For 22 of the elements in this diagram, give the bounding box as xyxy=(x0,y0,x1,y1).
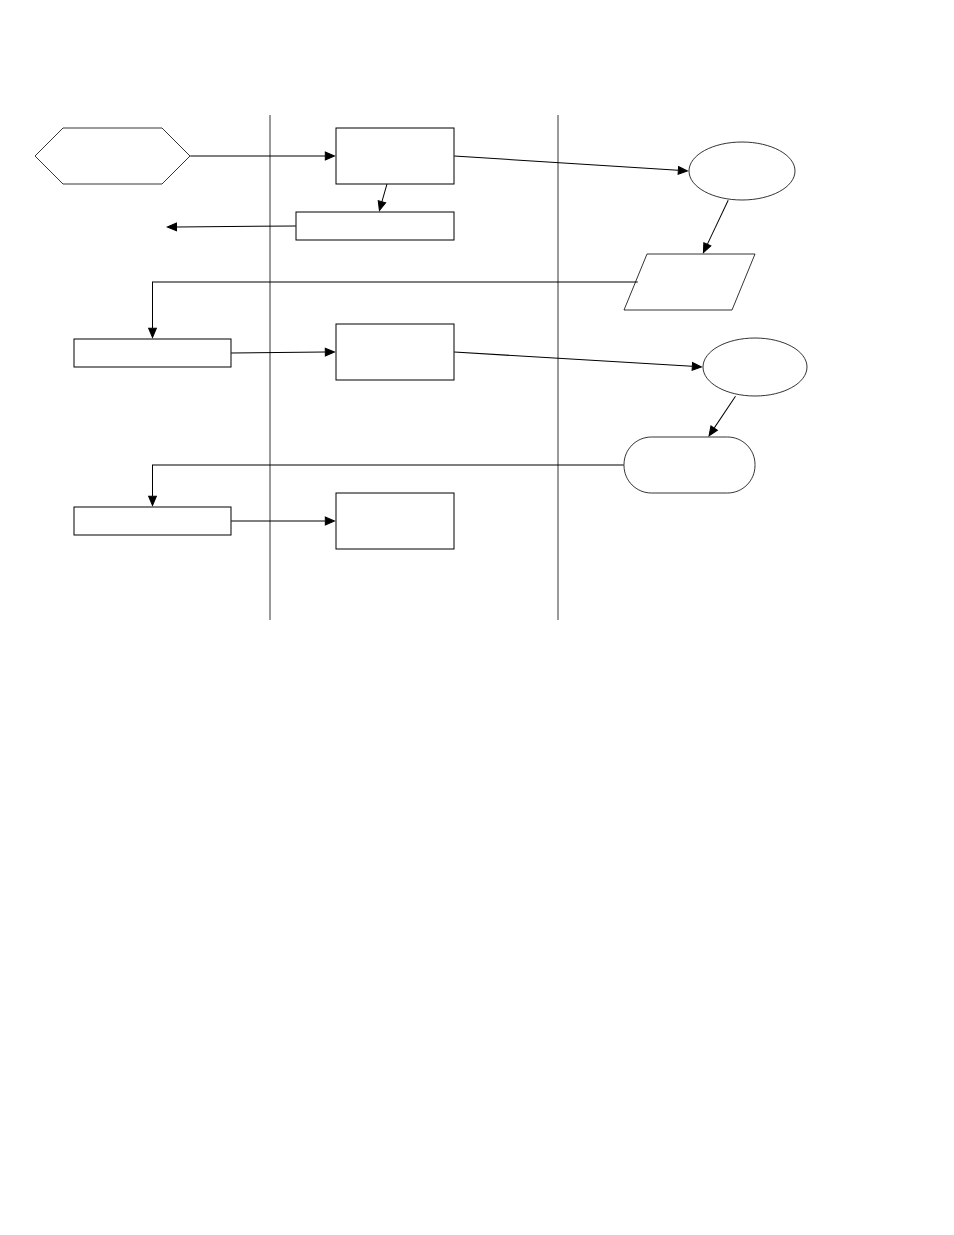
hexagon-shape xyxy=(34,127,191,185)
arrow xyxy=(702,199,729,254)
data-parallelogram xyxy=(623,253,756,311)
arrow xyxy=(148,464,625,506)
process-box xyxy=(73,506,232,536)
terminal-shape xyxy=(623,436,756,494)
arrow xyxy=(453,351,702,371)
process-box xyxy=(335,492,455,550)
arrow xyxy=(377,183,388,212)
arrow xyxy=(230,347,335,357)
arrow xyxy=(148,281,639,338)
process-box xyxy=(335,127,455,185)
arrow xyxy=(453,155,688,175)
process-box xyxy=(73,338,232,368)
arrow xyxy=(166,222,297,232)
process-box xyxy=(295,211,455,241)
arrow xyxy=(189,151,335,161)
process-box xyxy=(335,323,455,381)
ellipse-shape xyxy=(702,337,808,397)
arrow xyxy=(708,395,736,437)
arrow xyxy=(230,516,335,526)
ellipse-shape xyxy=(688,141,796,201)
